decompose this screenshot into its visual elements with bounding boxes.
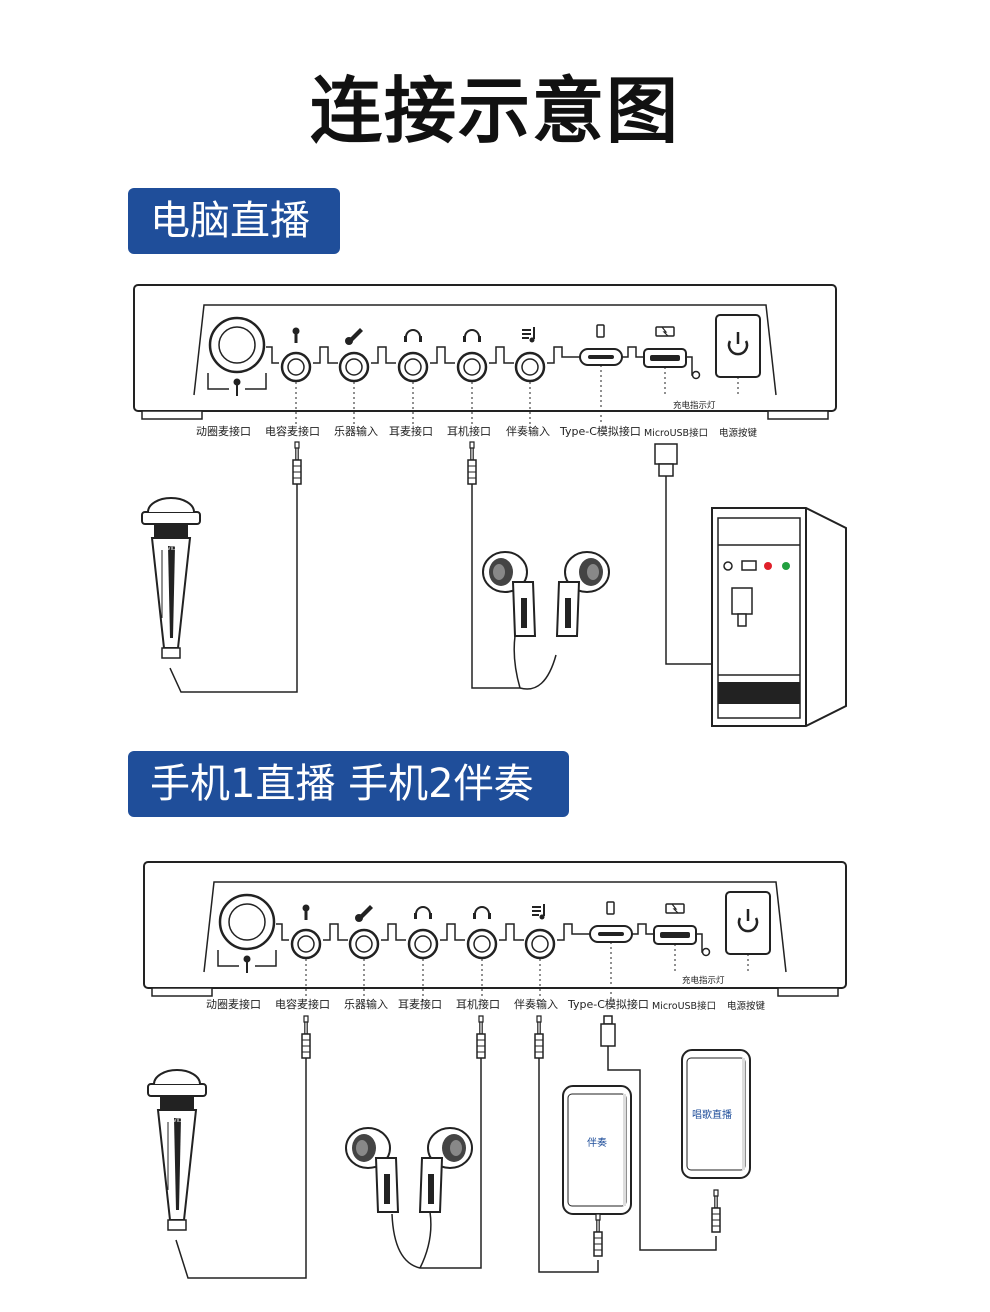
earphones-1 <box>482 551 610 637</box>
phone-live: 唱歌直播 <box>681 1049 751 1179</box>
plug-phone-accompaniment <box>593 1213 603 1257</box>
label-typec: Type-C模拟接口 <box>559 424 641 438</box>
led-red <box>764 562 772 570</box>
sound-card-1 <box>132 283 838 427</box>
label-typec-2: Type-C模拟接口 <box>567 997 649 1011</box>
label-condenser-mic: 电容麦接口 <box>265 424 320 438</box>
svg-text:伴奏: 伴奏 <box>587 1136 607 1149</box>
computer-tower <box>711 507 847 727</box>
plug-headphones-1 <box>467 441 477 485</box>
microphone-1: ME VIDA <box>141 497 201 659</box>
usb-plug-1 <box>654 443 678 477</box>
label-headphones-2: 耳机接口 <box>456 997 500 1011</box>
label-power-2: 电源按键 <box>727 1000 766 1012</box>
label-condenser-mic-2: 电容麦接口 <box>275 997 330 1011</box>
cable-earphones-1 <box>471 484 557 690</box>
svg-text:ME VIDA: ME VIDA <box>158 546 180 552</box>
label-dynamic-mic-2: 动圈麦接口 <box>206 998 261 1011</box>
plug-headphones-2 <box>476 1015 486 1059</box>
plug-condenser-1 <box>292 441 302 485</box>
label-accompaniment-2: 伴奏输入 <box>514 997 558 1011</box>
label-headset: 耳麦接口 <box>389 425 433 438</box>
cable-typec-2 <box>607 1046 717 1251</box>
label-headset-2: 耳麦接口 <box>398 998 442 1011</box>
cable-mic-1 <box>169 484 298 693</box>
led-green <box>782 562 790 570</box>
label-dynamic-mic: 动圈麦接口 <box>196 425 251 438</box>
svg-text:ME VIDA: ME VIDA <box>164 1118 186 1124</box>
port-labels-1: 动圈麦接口 电容麦接口 乐器输入 耳麦接口 耳机接口 伴奏输入 Type-C模拟… <box>196 400 758 439</box>
microphone-2: ME VIDA <box>147 1069 207 1231</box>
label-accompaniment: 伴奏输入 <box>506 424 550 438</box>
svg-text:唱歌直播: 唱歌直播 <box>692 1108 732 1121</box>
label-power: 电源按键 <box>719 427 758 439</box>
phone-accompaniment: 伴奏 <box>562 1085 632 1215</box>
label-microusb: MicroUSB接口 <box>644 427 708 439</box>
page-title: 连接示意图 <box>309 69 680 153</box>
label-instrument: 乐器输入 <box>334 424 378 438</box>
label-charge-led: 充电指示灯 <box>673 400 716 411</box>
label-instrument-2: 乐器输入 <box>344 997 388 1011</box>
label-charge-led-2: 充电指示灯 <box>682 975 725 986</box>
section-tag-phone-live: 手机1直播 手机2伴奏 <box>128 751 569 817</box>
cable-earphones-2 <box>391 1058 482 1269</box>
plug-condenser-2 <box>301 1015 311 1059</box>
sound-card-2 <box>142 860 848 1004</box>
earphones-2 <box>345 1127 473 1213</box>
cable-accompaniment-2 <box>538 1058 599 1273</box>
label-microusb-2: MicroUSB接口 <box>652 1000 716 1012</box>
section-tag-pc-live: 电脑直播 <box>128 188 340 254</box>
port-labels-2: 动圈麦接口 电容麦接口 乐器输入 耳麦接口 耳机接口 伴奏输入 Type-C模拟… <box>206 975 766 1012</box>
label-headphones: 耳机接口 <box>447 424 491 438</box>
typec-plug-2 <box>600 1015 616 1047</box>
cable-mic-2 <box>175 1058 307 1279</box>
plug-phone-live <box>711 1189 721 1233</box>
plug-accompaniment-2 <box>534 1015 544 1059</box>
